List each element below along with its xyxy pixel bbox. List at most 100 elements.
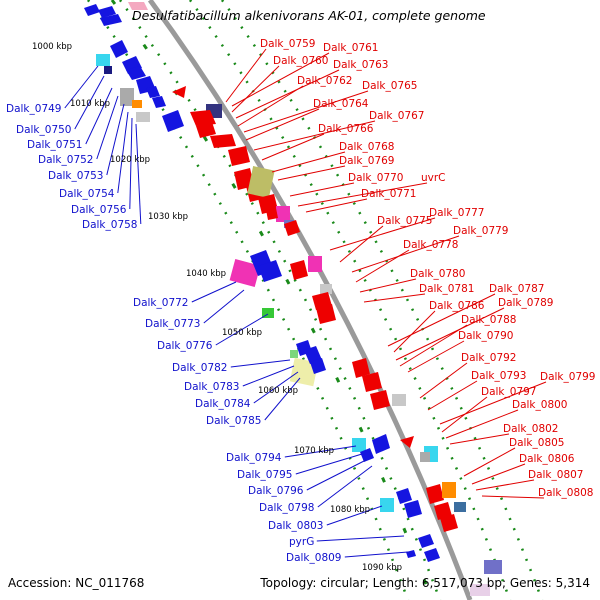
gene-arrow[interactable]: [146, 86, 160, 98]
forward-gene-label[interactable]: Dalk_0782: [172, 362, 228, 374]
forward-gene-label[interactable]: Dalk_0784: [195, 398, 251, 410]
reverse-gene-label[interactable]: Dalk_0768: [339, 141, 395, 153]
gene-arrow[interactable]: [310, 358, 326, 374]
gene-arrow[interactable]: [424, 548, 440, 562]
gene-arrow[interactable]: [172, 86, 186, 98]
reverse-gene-label[interactable]: Dalk_0787: [489, 283, 545, 295]
gene-arrow[interactable]: [190, 110, 216, 126]
reverse-gene-label[interactable]: Dalk_0792: [461, 352, 517, 364]
gene-box[interactable]: [120, 88, 134, 106]
reverse-gene-label[interactable]: Dalk_0800: [512, 399, 568, 411]
forward-gene-label[interactable]: Dalk_0756: [71, 204, 127, 216]
gene-arrow[interactable]: [234, 168, 254, 190]
reverse-gene-label[interactable]: Dalk_0764: [313, 98, 369, 110]
gene-arrow[interactable]: [418, 534, 434, 548]
gene-arrow[interactable]: [228, 146, 250, 166]
gene-box[interactable]: [470, 584, 490, 596]
gene-box[interactable]: [308, 256, 322, 272]
reverse-gene-label[interactable]: Dalk_0778: [403, 239, 459, 251]
forward-gene-label[interactable]: Dalk_0783: [184, 381, 240, 393]
gene-arrow[interactable]: [352, 358, 370, 378]
reverse-gene-label[interactable]: Dalk_0790: [458, 330, 514, 342]
gene-arrow[interactable]: [426, 484, 444, 504]
forward-gene-label[interactable]: Dalk_0751: [27, 139, 83, 151]
gene-arrow[interactable]: [362, 372, 382, 392]
forward-gene-label[interactable]: Dalk_0795: [237, 469, 293, 481]
gene-box[interactable]: [290, 350, 298, 358]
reverse-gene-label[interactable]: Dalk_0771: [361, 188, 417, 200]
forward-gene-label[interactable]: Dalk_0809: [286, 552, 342, 564]
gene-arrow[interactable]: [162, 110, 184, 132]
gene-arrow[interactable]: [84, 4, 100, 16]
reverse-gene-label[interactable]: Dalk_0788: [461, 314, 517, 326]
gene-box[interactable]: [320, 284, 332, 294]
reverse-gene-label[interactable]: Dalk_0797: [481, 386, 537, 398]
gene-box[interactable]: [136, 112, 150, 122]
reverse-gene-label[interactable]: uvrC: [421, 172, 446, 184]
gene-arrow[interactable]: [440, 514, 458, 532]
reverse-gene-label[interactable]: Dalk_0762: [297, 75, 353, 87]
gene-arrow[interactable]: [400, 436, 414, 448]
gene-box[interactable]: [229, 259, 261, 287]
gene-box[interactable]: [104, 66, 112, 74]
gene-box[interactable]: [276, 206, 290, 222]
reverse-gene-label[interactable]: Dalk_0779: [453, 225, 509, 237]
forward-gene-label[interactable]: Dalk_0749: [6, 103, 62, 115]
gene-box[interactable]: [380, 498, 394, 512]
reverse-gene-label[interactable]: Dalk_0780: [410, 268, 466, 280]
gene-arrow[interactable]: [98, 6, 116, 18]
gene-box[interactable]: [247, 166, 275, 198]
gene-arrow[interactable]: [266, 208, 278, 220]
gene-box[interactable]: [262, 308, 274, 318]
gene-arrow[interactable]: [434, 502, 452, 520]
forward-gene-label[interactable]: Dalk_0752: [38, 154, 94, 166]
gene-arrow[interactable]: [360, 448, 374, 462]
reverse-gene-label[interactable]: Dalk_0786: [429, 300, 485, 312]
gene-arrow[interactable]: [404, 500, 422, 518]
gene-box[interactable]: [132, 100, 142, 108]
forward-gene-label[interactable]: Dalk_0773: [145, 318, 201, 330]
gene-arrow[interactable]: [316, 304, 336, 324]
gene-arrow[interactable]: [284, 220, 300, 236]
reverse-gene-label[interactable]: Dalk_0770: [348, 172, 404, 184]
gene-arrow[interactable]: [126, 66, 146, 80]
reverse-gene-label[interactable]: Dalk_0759: [260, 38, 316, 50]
gene-box[interactable]: [392, 394, 406, 406]
gene-arrow[interactable]: [396, 488, 412, 504]
reverse-gene-label[interactable]: Dalk_0767: [369, 110, 425, 122]
gene-arrow[interactable]: [152, 96, 166, 108]
reverse-gene-label[interactable]: Dalk_0808: [538, 487, 594, 499]
reverse-gene-label[interactable]: Dalk_0777: [429, 207, 485, 219]
gene-arrow[interactable]: [128, 2, 148, 10]
forward-gene-label[interactable]: Dalk_0753: [48, 170, 104, 182]
forward-gene-label[interactable]: Dalk_0776: [157, 340, 213, 352]
reverse-gene-label[interactable]: Dalk_0799: [540, 371, 596, 383]
reverse-gene-label[interactable]: Dalk_0775: [377, 215, 433, 227]
gene-arrow[interactable]: [290, 260, 308, 280]
reverse-gene-label[interactable]: Dalk_0807: [528, 469, 584, 481]
gene-arrow[interactable]: [406, 550, 416, 558]
gene-arrow[interactable]: [370, 390, 390, 410]
forward-gene-label[interactable]: Dalk_0754: [59, 188, 115, 200]
reverse-gene-label[interactable]: Dalk_0761: [323, 42, 379, 54]
gene-box[interactable]: [454, 502, 466, 512]
forward-gene-label[interactable]: Dalk_0803: [268, 520, 324, 532]
gene-box[interactable]: [352, 438, 366, 452]
reverse-gene-label[interactable]: Dalk_0793: [471, 370, 527, 382]
reverse-gene-label[interactable]: Dalk_0781: [419, 283, 475, 295]
gene-box[interactable]: [442, 482, 456, 498]
forward-gene-label[interactable]: Dalk_0785: [206, 415, 262, 427]
gene-arrow[interactable]: [110, 40, 128, 58]
gene-box[interactable]: [420, 452, 430, 462]
reverse-gene-label[interactable]: Dalk_0765: [362, 80, 418, 92]
forward-gene-label[interactable]: Dalk_0796: [248, 485, 304, 497]
reverse-gene-label[interactable]: Dalk_0806: [519, 453, 575, 465]
forward-gene-label[interactable]: Dalk_0750: [16, 124, 72, 136]
reverse-gene-label[interactable]: Dalk_0789: [498, 297, 554, 309]
gene-arrow[interactable]: [210, 134, 236, 148]
gene-arrow[interactable]: [258, 260, 282, 282]
gene-box[interactable]: [96, 54, 110, 66]
gene-arrow[interactable]: [100, 14, 122, 26]
forward-gene-label[interactable]: Dalk_0758: [82, 219, 138, 231]
reverse-gene-label[interactable]: Dalk_0805: [509, 437, 565, 449]
